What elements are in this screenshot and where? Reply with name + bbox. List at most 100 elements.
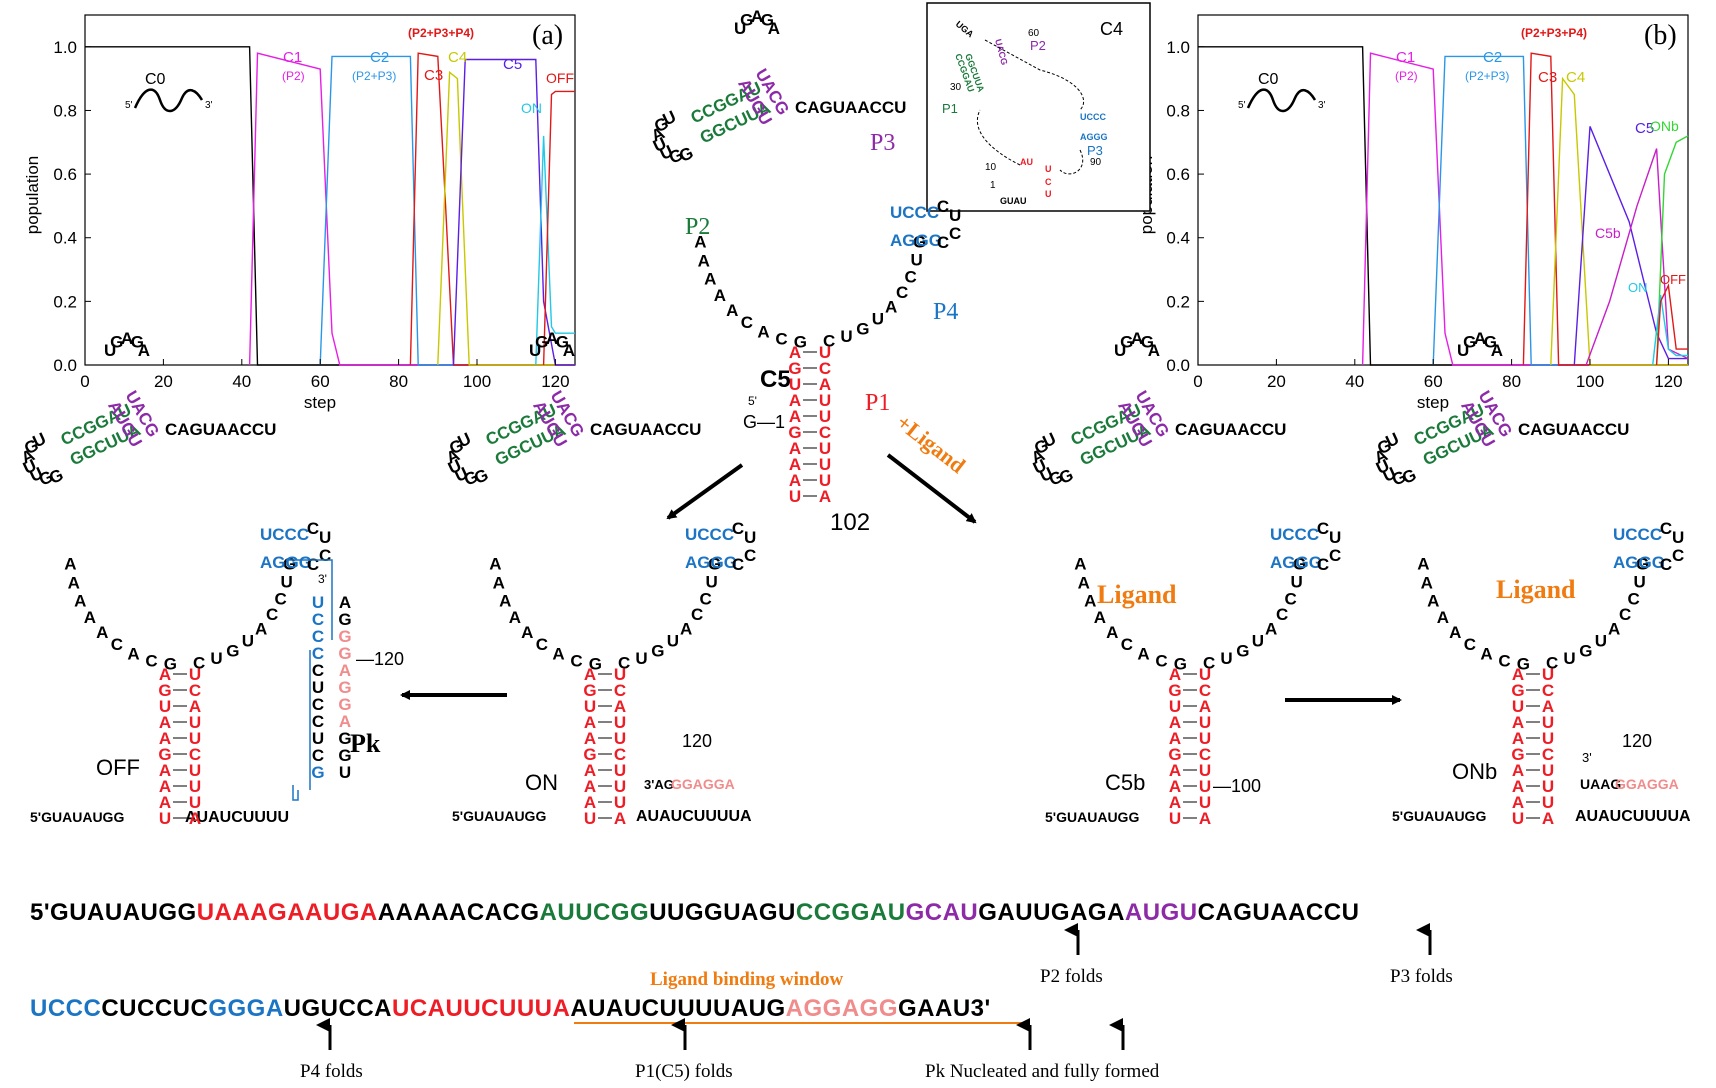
svg-text:A: A (614, 697, 626, 716)
plot-b-label-c5b: C5b (1595, 225, 1621, 241)
plot-a-label-c3: C3 (424, 67, 443, 84)
svg-text:U: U (1199, 729, 1211, 748)
svg-text:U: U (1114, 341, 1126, 360)
x-tick-label: 0 (1193, 372, 1202, 391)
svg-text:U: U (1199, 713, 1211, 732)
svg-text:C: C (896, 283, 908, 302)
svg-text:A: A (819, 487, 831, 506)
svg-text:A: A (584, 777, 596, 796)
sequence-line-2: UCCCCUCCUCGGGAUGUCCAUCAUUCUUUAAUAUCUUUUA… (30, 995, 991, 1022)
plot-b-label-top: (P2+P3+P4) (1521, 26, 1587, 40)
svg-text:UCCC: UCCC (685, 525, 734, 544)
series-line-on (1652, 294, 1688, 366)
svg-text:U: U (1542, 665, 1554, 684)
x-tick-label: 80 (1502, 372, 1521, 391)
svg-text:C: C (1542, 745, 1554, 764)
svg-text:C: C (312, 746, 324, 765)
structure-off: OFF Pk —120 3' 5'GUAUAUGG AUAUCUUUU (30, 572, 404, 826)
y-tick-label: 0.8 (53, 101, 77, 120)
svg-text:A: A (584, 793, 596, 812)
svg-text:A: A (68, 574, 80, 593)
svg-text:U: U (1542, 793, 1554, 812)
svg-text:C: C (614, 681, 626, 700)
plot-b-panel-label: (b) (1644, 20, 1677, 51)
svg-text:U: U (1199, 761, 1211, 780)
svg-text:U: U (1542, 777, 1554, 796)
svg-text:U: U (1199, 665, 1211, 684)
svg-text:A: A (726, 301, 738, 320)
svg-text:G: G (158, 681, 171, 700)
series-line-c5b (1585, 148, 1689, 366)
plot-a-label-c4: C4 (448, 49, 467, 66)
svg-text:CAGUAACCU: CAGUAACCU (590, 420, 701, 439)
svg-text:A: A (1491, 341, 1503, 360)
svg-text:C: C (570, 651, 582, 670)
svg-text:A: A (74, 592, 86, 611)
svg-text:A: A (96, 623, 108, 642)
svg-text:U: U (744, 528, 756, 547)
svg-text:C: C (1329, 546, 1341, 565)
rna-squiggle-icon (133, 88, 204, 113)
y-tick-label: 1.0 (1166, 38, 1190, 57)
svg-text:C: C (1199, 681, 1211, 700)
c5-five-prime: 5' (748, 394, 757, 408)
svg-text:A: A (159, 713, 171, 732)
svg-text:A: A (1474, 329, 1486, 348)
svg-text:C: C (744, 546, 756, 565)
plot-a-label-off: OFF (546, 70, 574, 86)
svg-text:A: A (819, 375, 831, 394)
svg-text:A: A (189, 809, 201, 828)
inset-c4-structure: C4 UGA CCGGAU GGCUUA UACG UCCC AGGG AU U… (926, 2, 1151, 212)
x-tick-label: 100 (463, 372, 491, 391)
svg-text:C: C (700, 589, 712, 608)
svg-text:U: U (1542, 713, 1554, 732)
svg-text:A: A (1427, 592, 1439, 611)
svg-text:C: C (319, 546, 331, 565)
svg-text:U: U (529, 341, 541, 360)
series-line-c4 (437, 70, 575, 366)
svg-text:A: A (584, 729, 596, 748)
plot-b-label-c2: C2 (1483, 49, 1502, 66)
svg-text:AGGG: AGGG (1613, 553, 1665, 572)
svg-text:G: G (338, 644, 351, 663)
inset-n1: 1 (990, 180, 996, 191)
p3-loop: UGAGA (1114, 329, 1160, 360)
svg-text:C: C (1199, 745, 1211, 764)
c5-p4-label: P4 (933, 299, 958, 325)
y-tick-label: 0.2 (1166, 292, 1190, 311)
svg-text:A: A (159, 793, 171, 812)
svg-text:G: G (794, 333, 807, 352)
rna-squiggle-icon (1246, 88, 1317, 113)
svg-text:C: C (1317, 519, 1329, 538)
p3-loop: UGAGA (529, 329, 575, 360)
series-line-c4 (1550, 76, 1688, 366)
p2-folds-label: P2 folds (1040, 966, 1103, 987)
svg-text:CAGUAACCU: CAGUAACCU (165, 420, 276, 439)
svg-text:A: A (552, 645, 564, 664)
svg-text:A: A (1169, 729, 1181, 748)
plot-b-label-c4: C4 (1566, 69, 1585, 86)
svg-text:UCCC: UCCC (1613, 525, 1662, 544)
svg-text:C: C (949, 224, 961, 243)
svg-text:A: A (138, 341, 150, 360)
plot-b-label-onb: ONb (1650, 118, 1679, 134)
on-pkseq: GGAGGA (671, 776, 735, 792)
off-tail2: AUAUCUUUU (185, 809, 289, 826)
svg-text:A: A (509, 608, 521, 627)
plot-b-label-c1-sub: (P2) (1395, 69, 1418, 83)
plot-b-frame (1197, 14, 1689, 366)
x-tick-label: 40 (232, 372, 251, 391)
y-tick-label: 0.6 (1166, 165, 1190, 184)
